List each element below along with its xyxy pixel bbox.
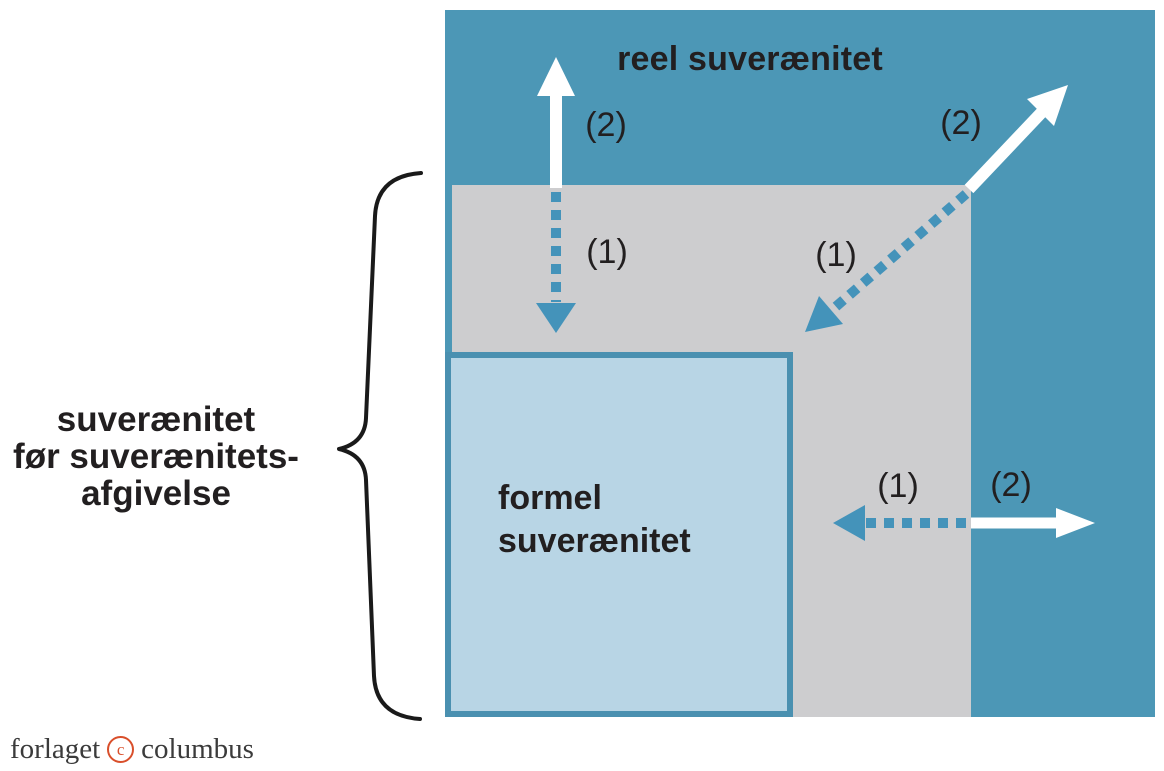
formal-sovereignty-box: [445, 352, 793, 717]
logo-word-forlaget: forlaget: [10, 733, 101, 765]
sovereignty-before-transfer-label: suverænitet før suverænitets- afgivelse: [0, 401, 312, 512]
formal-sovereignty-label: formel suverænitet: [498, 477, 691, 563]
curly-brace-icon: [337, 171, 423, 721]
annotation-diagonal-1: (1): [815, 236, 857, 274]
annotation-horizontal-2: (2): [990, 466, 1032, 504]
logo-word-columbus: columbus: [141, 733, 254, 765]
publisher-logo: forlaget c columbus: [10, 733, 254, 766]
formal-sovereignty-label-line1: formel: [498, 479, 602, 517]
brace-label-line3: afgivelse: [81, 474, 231, 513]
formal-sovereignty-label-line2: suverænitet: [498, 522, 691, 560]
real-sovereignty-label: reel suverænitet: [617, 40, 883, 78]
annotation-horizontal-1: (1): [877, 467, 919, 505]
circled-c-icon: c: [107, 736, 135, 763]
annotation-vertical-1: (1): [586, 233, 628, 271]
brace-label-line2: før suverænitets-: [13, 437, 299, 476]
brace-label-line1: suverænitet: [56, 400, 256, 439]
annotation-diagonal-2: (2): [940, 104, 982, 142]
annotation-vertical-2: (2): [585, 106, 627, 144]
